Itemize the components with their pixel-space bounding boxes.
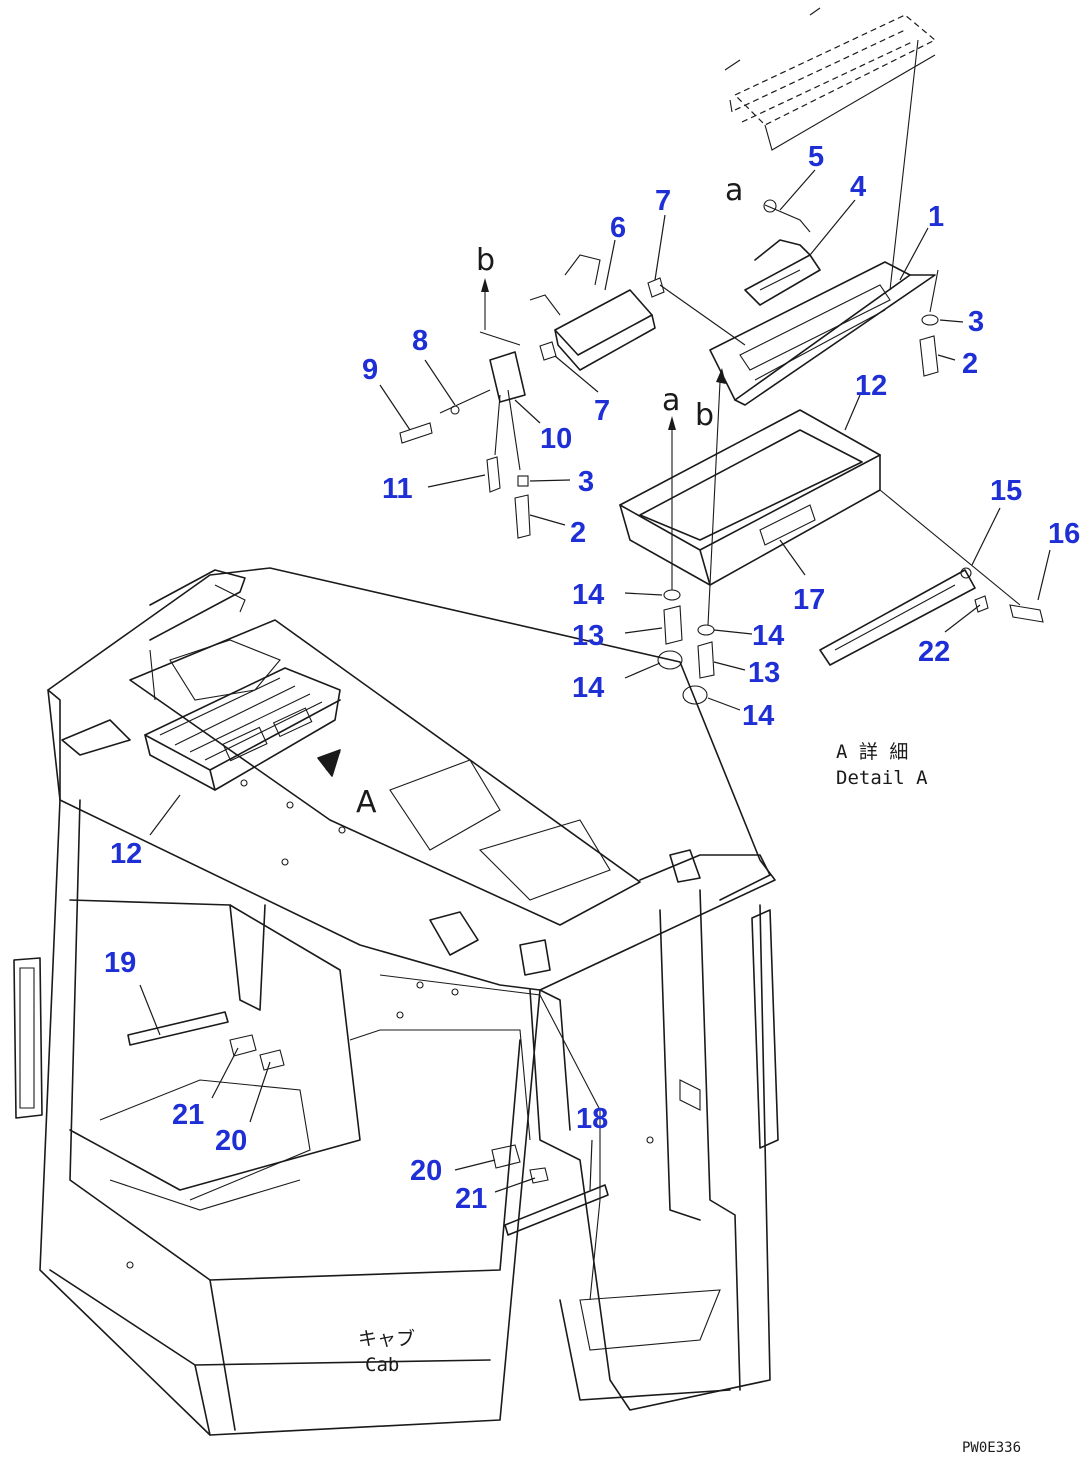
roof-console-assembly [144,667,341,791]
callout-14: 14 [572,672,604,704]
leader-lines [139,169,1051,1193]
marker-view-a: A [356,785,377,820]
callout-14: 14 [572,579,604,611]
callout-3: 3 [968,306,984,338]
callout-2: 2 [962,348,978,380]
marker-b-top: b [476,243,495,278]
callout-9: 9 [362,354,378,386]
callout-labels: 1 2 3 4 5 6 7 7 8 9 10 11 3 2 12 15 16 1… [104,141,1080,1215]
callout-20: 20 [215,1125,247,1157]
callout-21: 21 [455,1183,487,1215]
callout-19: 19 [104,947,136,979]
callout-14: 14 [742,700,774,732]
detail-label-jp: A 詳 細 [836,741,908,763]
marker-b-arrow: b [695,398,714,433]
callout-13: 13 [748,657,780,689]
callout-8: 8 [412,325,428,357]
callout-4: 4 [850,171,866,203]
cab-label-en: Cab [365,1354,399,1376]
callout-10: 10 [540,423,572,455]
callout-3: 3 [578,466,594,498]
detail-label-en: Detail A [836,767,928,789]
trim-strips [127,1011,609,1236]
detail-a-exploded [399,7,1044,705]
cab-label-jp: キャブ [358,1327,415,1350]
callout-12: 12 [110,838,142,870]
callout-7: 7 [594,395,610,427]
drawing-code: PW0E336 [962,1440,1021,1456]
marker-a-arrow: a [662,383,680,418]
callout-11: 11 [382,473,413,505]
callout-5: 5 [808,141,824,173]
callout-18: 18 [576,1103,608,1135]
callout-22: 22 [918,636,950,668]
callout-15: 15 [990,475,1022,507]
callout-7: 7 [655,185,671,217]
callout-6: 6 [610,212,626,244]
callout-21: 21 [172,1099,204,1131]
marker-a-top: a [725,173,743,208]
callout-20: 20 [410,1155,442,1187]
callout-2: 2 [570,517,586,549]
callout-14: 14 [752,620,784,652]
callout-16: 16 [1048,518,1080,550]
callout-13: 13 [572,620,604,652]
callout-1: 1 [928,201,944,233]
cab-structure [13,567,779,1436]
reference-markers: a b a b A A 詳 細 Detail A キャブ Cab PW0E336 [356,173,1021,1456]
callout-17: 17 [793,584,825,616]
callout-12: 12 [855,370,887,402]
